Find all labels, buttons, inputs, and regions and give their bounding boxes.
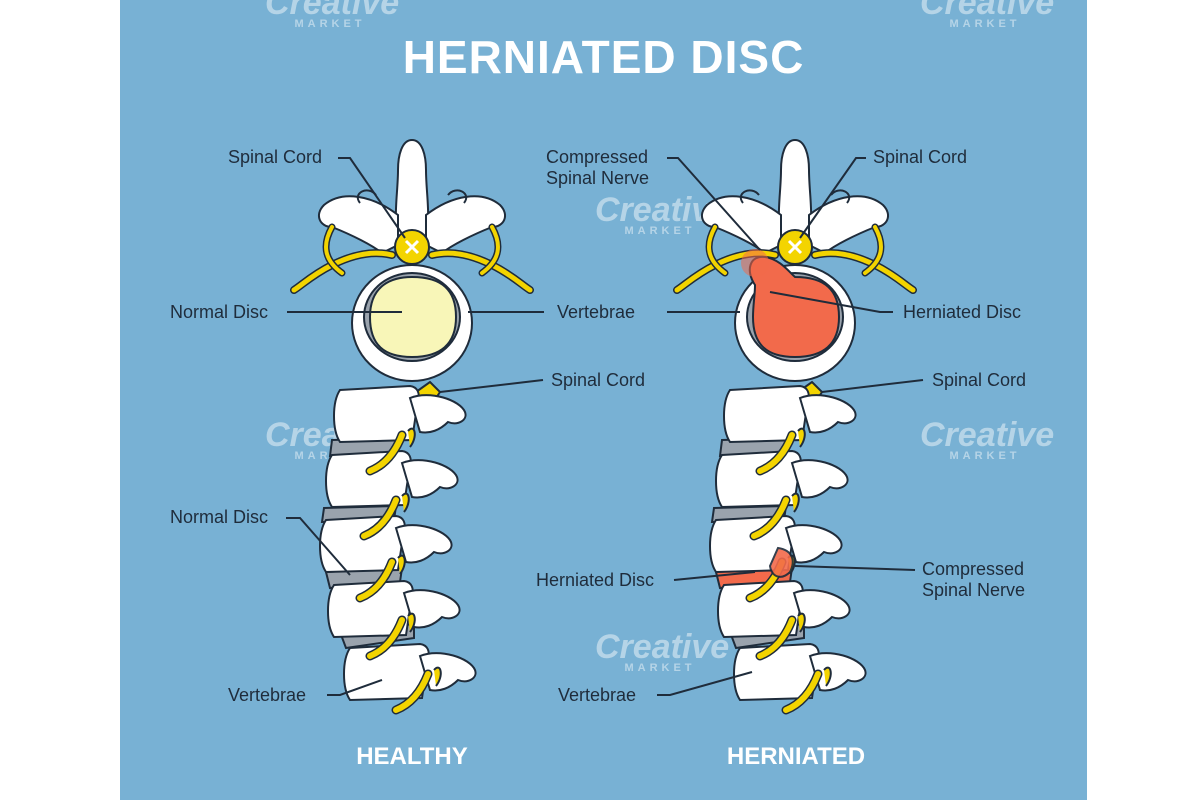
healthy-caption: HEALTHY [356, 743, 468, 770]
healthy-top-view [294, 140, 530, 381]
herniated-caption: HERNIATED [726, 743, 866, 770]
healthy-top-normal-disc-label: Normal Disc [170, 302, 269, 322]
healthy-side-normal-disc-label: Normal Disc [170, 507, 269, 527]
compressed-line1: Compressed [546, 147, 649, 167]
herniated-top-view [677, 140, 913, 381]
herniated-top-compressed-nerve-label: Compressed Spinal Nerve [546, 147, 649, 189]
healthy-side-vertebrae-label: Vertebrae [228, 685, 307, 705]
herniated-top-spinal-cord-label: Spinal Cord [873, 147, 968, 167]
healthy-side-spinal-cord-label: Spinal Cord [551, 370, 646, 390]
background-panel [120, 0, 1087, 800]
herniated-side-herniated-disc-label: Herniated Disc [536, 570, 655, 590]
herniated-side-compressed-nerve-label: Compressed Spinal Nerve [922, 559, 1025, 601]
healthy-side-view [319, 380, 477, 710]
herniated-side-spinal-cord-label: Spinal Cord [932, 370, 1027, 390]
normal-disc-shape [368, 275, 458, 359]
compressed-line1: Compressed [922, 559, 1025, 579]
compressed-line2: Spinal Nerve [546, 168, 650, 188]
herniated-side-view [709, 380, 867, 710]
leader-lines [286, 157, 924, 696]
herniated-top-herniated-disc-label: Herniated Disc [903, 302, 1022, 322]
diagram-title: HERNIATED DISC [402, 31, 805, 83]
healthy-top-spinal-cord-label: Spinal Cord [228, 147, 323, 167]
herniated-side-vertebrae-label: Vertebrae [558, 685, 637, 705]
healthy-top-vertebrae-label: Vertebrae [557, 302, 636, 322]
compressed-line2: Spinal Nerve [922, 580, 1026, 600]
